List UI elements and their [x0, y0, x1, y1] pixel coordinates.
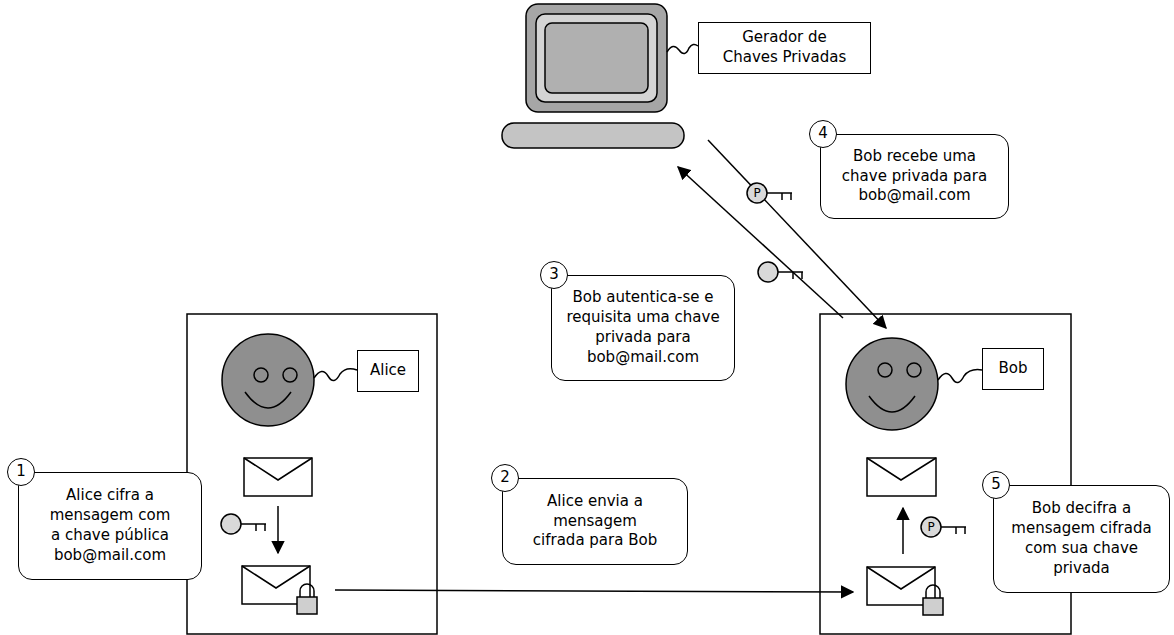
- callout-box: 5Bob decifra a mensagem cifrada com sua …: [993, 485, 1170, 593]
- face: [846, 338, 938, 430]
- label-box: Gerador de Chaves Privadas: [698, 22, 871, 74]
- arrow: [277, 506, 279, 553]
- label-box: Alice: [357, 350, 419, 392]
- locked-envelope: [867, 567, 943, 615]
- callout-box: 1Alice cifra a mensagem com a chave públ…: [18, 472, 202, 580]
- envelope: [867, 458, 936, 496]
- callout-text: Alice cifra a mensagem com a chave públi…: [48, 486, 172, 565]
- callout-number: 5: [982, 471, 1010, 499]
- key-label: P: [750, 186, 764, 200]
- computer: [502, 4, 684, 148]
- arrow: [902, 508, 904, 554]
- panel: [187, 314, 437, 634]
- private-key: [747, 183, 792, 203]
- callout-box: 4Bob recebe uma chave privada para bob@m…: [820, 134, 1009, 219]
- squiggle: [667, 44, 698, 53]
- key-label: P: [924, 520, 938, 534]
- callout-text: Alice envia a mensagem cifrada para Bob: [525, 492, 665, 551]
- callout-number: 3: [540, 261, 568, 289]
- label-text: Gerador de Chaves Privadas: [717, 28, 853, 68]
- label-text: Alice: [363, 361, 413, 381]
- callout-number: 1: [7, 458, 35, 486]
- callout-box: 3Bob autentica-se e requisita uma chave …: [551, 275, 735, 381]
- locked-envelope: [242, 566, 317, 614]
- callout-text: Bob recebe uma chave privada para bob@ma…: [840, 147, 990, 206]
- callout-box: 2Alice envia a mensagem cifrada para Bob: [502, 478, 688, 565]
- callout-text: Bob decifra a mensagem cifrada com sua c…: [1007, 499, 1157, 578]
- label-text: Bob: [988, 359, 1038, 379]
- face: [222, 334, 314, 426]
- label-box: Bob: [982, 348, 1044, 390]
- callout-number: 4: [809, 120, 837, 148]
- callout-number: 2: [491, 464, 519, 492]
- arrow: [335, 590, 853, 592]
- envelope: [244, 458, 312, 496]
- public-key: [758, 262, 803, 282]
- callout-text: Bob autentica-se e requisita uma chave p…: [563, 288, 723, 367]
- public-key: [221, 514, 266, 534]
- squiggle: [314, 369, 357, 381]
- private-key: [921, 517, 966, 537]
- squiggle: [938, 370, 982, 383]
